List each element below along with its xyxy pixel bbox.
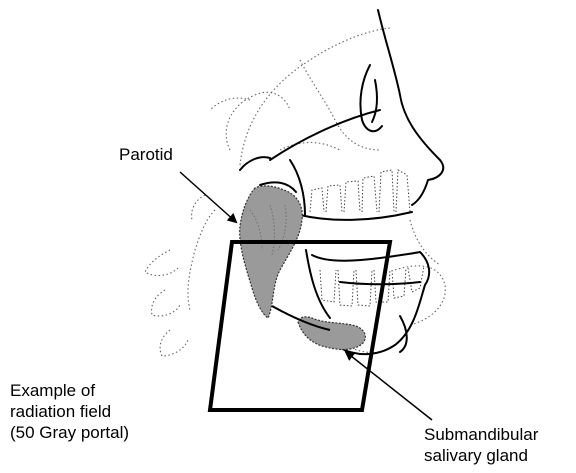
teeth-sketch	[310, 170, 424, 306]
submandibular-gland	[298, 317, 365, 350]
radiation-field-label-line: radiation field	[10, 401, 129, 422]
radiation-field-label-line: Example of	[10, 380, 129, 401]
submandibular-label-line: salivary gland	[424, 445, 538, 466]
parotid-label: Parotid	[119, 144, 173, 165]
parotid-gland	[240, 186, 303, 318]
parotid-arrow	[180, 172, 236, 222]
submandibular-label: Submandibular salivary gland	[424, 424, 538, 466]
submandibular-label-line: Submandibular	[424, 424, 538, 445]
radiation-field-label: Example of radiation field (50 Gray port…	[10, 380, 129, 443]
radiation-field-label-line: (50 Gray portal)	[10, 422, 129, 443]
